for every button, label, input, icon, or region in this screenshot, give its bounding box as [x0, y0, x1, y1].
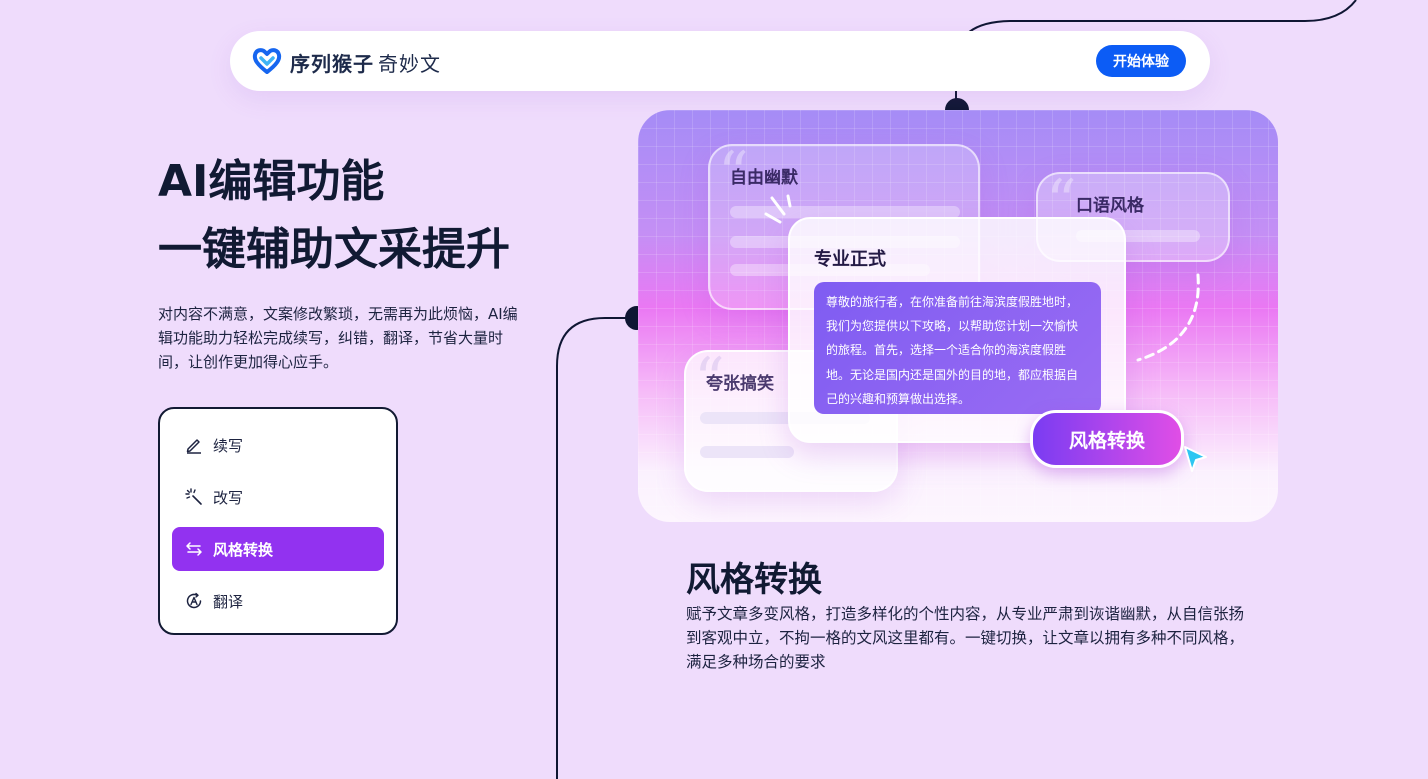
converted-text-box: 尊敬的旅行者，在你准备前往海滨度假胜地时，我们为您提供以下攻略，以帮助您计划一次…: [814, 282, 1101, 414]
feature-item-translate[interactable]: 翻译: [172, 579, 384, 623]
heart-link-logo-icon[interactable]: [252, 46, 282, 76]
top-nav-bar: 序列猴子奇妙文 开始体验: [230, 31, 1210, 91]
feature-item-style-transfer[interactable]: 风格转换: [172, 527, 384, 571]
style-transfer-illustration: “ 自由幽默 “ 口语风格 “ 夸张搞笑 专业正式 尊敬的旅行者，在你准备前往海…: [638, 110, 1278, 522]
feature-item-label: 续写: [213, 436, 244, 455]
placeholder-line: [700, 446, 794, 458]
style-card-title: 专业正式: [814, 249, 886, 270]
quote-mark-icon: “: [694, 345, 725, 415]
feature-item-label: 改写: [213, 488, 244, 507]
brand-name[interactable]: 序列猴子奇妙文: [290, 48, 441, 77]
style-card-title: 自由幽默: [730, 168, 798, 188]
hero-description: 对内容不满意，文案修改繁琐，无需再为此烦恼，AI编辑功能助力轻松完成续写，纠错，…: [158, 305, 518, 371]
section-description: 赋予文章多变风格，打造多样化的个性内容，从专业严肃到诙谐幽默，从自信张扬到客观中…: [686, 605, 1245, 671]
brand-subtitle: 奇妙文: [378, 52, 441, 76]
quote-mark-icon: “: [718, 139, 749, 209]
magic-wand-icon: [184, 487, 204, 507]
page-title: AI编辑功能 一键辅助文采提升: [158, 148, 510, 284]
style-card-title: 夸张搞笑: [706, 374, 774, 394]
feature-item-label: 翻译: [213, 592, 244, 611]
style-transfer-pill-button[interactable]: 风格转换: [1030, 410, 1184, 468]
pencil-icon: [184, 435, 204, 455]
start-trial-button[interactable]: 开始体验: [1096, 45, 1186, 77]
style-card-formal: 专业正式 尊敬的旅行者，在你准备前往海滨度假胜地时，我们为您提供以下攻略，以帮助…: [788, 217, 1126, 443]
feature-item-label: 风格转换: [213, 540, 274, 559]
placeholder-line: [730, 206, 960, 218]
sparkle-lines-icon: [764, 194, 792, 224]
style-card-title: 口语风格: [1076, 196, 1144, 216]
section-title: 风格转换: [686, 560, 822, 600]
pointer-cursor-icon: [1184, 446, 1207, 472]
title-line-1: AI编辑功能: [158, 156, 385, 207]
dashed-connector: [1136, 273, 1200, 362]
title-line-2: 一键辅助文采提升: [158, 224, 510, 275]
feature-menu: 续写 改写 风格转换 翻译: [158, 407, 398, 635]
feature-item-rewrite[interactable]: 改写: [172, 475, 384, 519]
brand-title: 序列猴子: [290, 52, 374, 76]
swap-arrows-icon: [184, 539, 204, 559]
translate-icon: [184, 591, 204, 611]
feature-item-continue[interactable]: 续写: [172, 423, 384, 467]
